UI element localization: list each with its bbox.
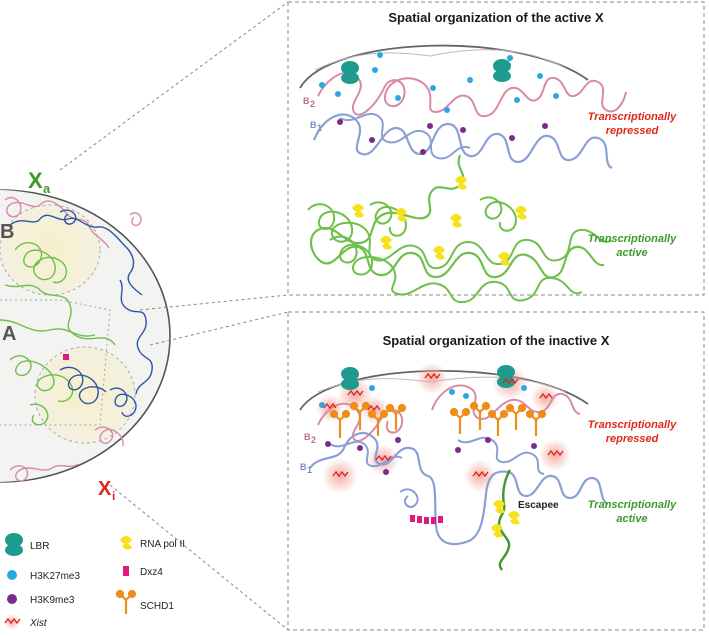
nucleus: X a X i B A [0,168,171,503]
active-b1-sub: 1 [317,123,322,133]
inactive-lbr-1 [341,367,359,390]
xa-label: X [28,168,43,193]
legend-h3k27me3-icon [7,570,17,580]
active-lbr-2 [493,59,511,82]
panel-inactive-frame [287,311,705,631]
legend-h3k9me3-label: H3K9me3 [30,595,75,606]
dxz4-locus [63,354,69,360]
panel-inactive-title: Spatial organization of the inactive X [383,333,610,348]
legend: LBR H3K27me3 H3K9me3 Xist RNA pol II Dxz… [4,533,185,630]
legend-lbr-label: LBR [30,541,49,552]
active-active-label-2: active [616,247,647,259]
legend-schd1-icon [115,589,137,614]
xi-subscript: i [112,489,115,503]
inactive-b1-chromatin [309,431,609,546]
legend-dxz4-label: Dxz4 [140,567,163,578]
legend-xist-label: Xist [29,618,48,629]
legend-pol2-icon [120,536,132,550]
inactive-repressed-label-2: repressed [606,433,659,445]
escapee-label: Escapee [518,500,559,511]
compartment-a-label: A [2,323,16,345]
inactive-b1-sub: 1 [307,465,312,475]
active-lbr-1 [341,61,359,84]
active-h3k9me3-marks [337,119,548,155]
inactive-repressed-label-1: Transcriptionally [588,419,677,431]
escapee-rna-pol2 [491,500,520,538]
active-repressed-label-1: Transcriptionally [588,111,677,123]
compartment-b-label: B [0,221,14,243]
inactive-h3k9me3-marks [325,437,537,475]
legend-dxz4-icon [123,566,129,576]
xi-label: X [98,478,112,500]
active-b1-chromatin [312,113,613,170]
active-b2-label: B [303,96,310,106]
legend-schd1-label: SCHD1 [140,601,174,612]
legend-lbr-icon [5,533,23,556]
active-rna-pol2 [352,176,527,266]
legend-h3k9me3-icon [7,594,17,604]
legend-pol2-label: RNA pol II [140,539,185,550]
inactive-h3k27me3-marks [319,385,527,408]
zoom-connectors [59,1,289,631]
panel-inactive-x: Spatial organization of the inactive X [287,311,705,631]
active-b2-chromatin [317,71,627,118]
active-x-chromatin [309,154,605,279]
active-h3k27me3-marks [319,52,559,113]
inactive-lbr-2 [497,365,515,388]
a-compartment-territory [34,346,136,444]
inactive-b1-label: B [300,462,307,472]
active-active-label-1: Transcriptionally [588,233,677,245]
active-b1-label: B [310,120,317,130]
active-b2-sub: 2 [310,99,315,109]
inactive-b2-sub: 2 [311,435,316,445]
xa-subscript: a [43,181,51,196]
active-repressed-label-2: repressed [606,125,659,137]
inactive-active-label-2: active [616,513,647,525]
inactive-b2-label: B [304,432,311,442]
panel-active-title: Spatial organization of the active X [388,10,604,25]
inactive-active-label-1: Transcriptionally [588,499,677,511]
inactive-xist-rna [323,372,564,478]
legend-xist-icon [4,614,21,630]
legend-h3k27me3-label: H3K27me3 [30,571,80,582]
inactive-schd1-marks [329,401,547,438]
panel-active-x: Spatial organization of the active X [287,1,705,304]
inactive-dxz4-macrosatellite [410,515,443,524]
